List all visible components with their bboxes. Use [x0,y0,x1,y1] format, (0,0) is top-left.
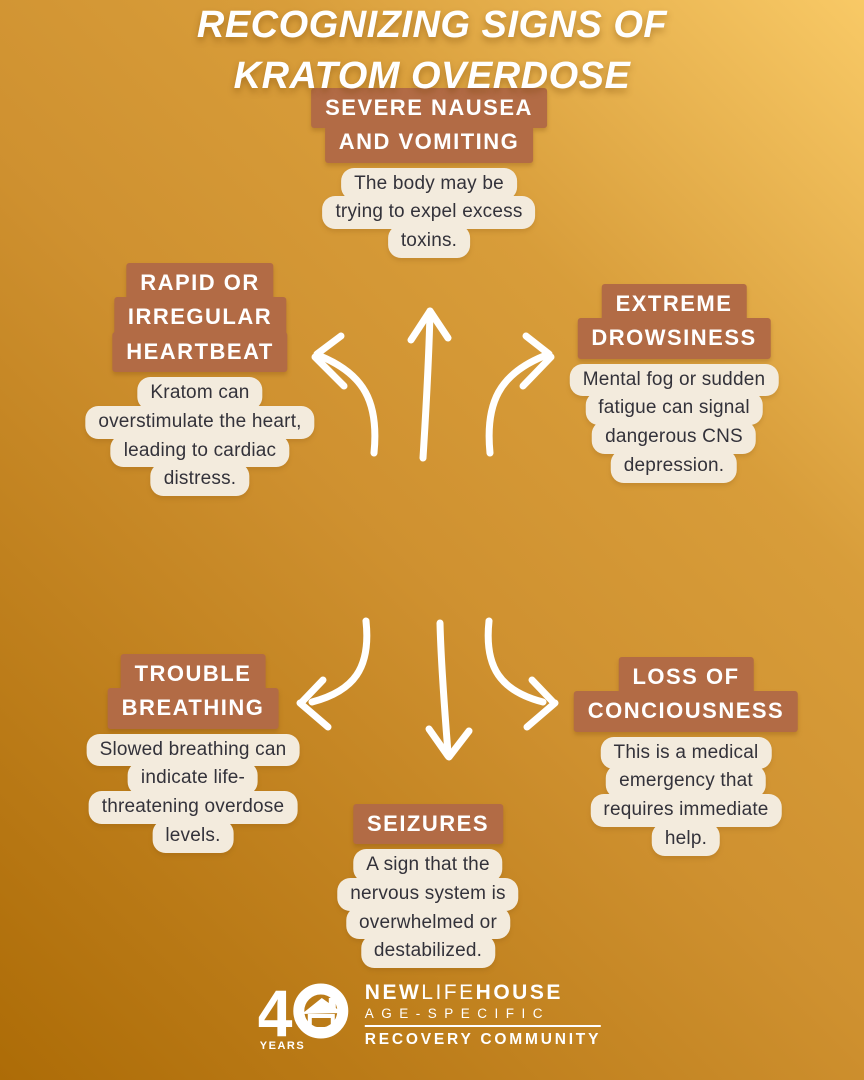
sign-body-line: emergency that [606,765,766,799]
sign-body-line: levels. [152,819,234,853]
brand-name-new: NEW [364,980,422,1004]
sign-loss-of-consciousness: LOSS OF CONCIOUSNESS This is a medical e… [573,657,799,856]
sign-body-line: overwhelmed or [346,906,510,940]
brand-name-house: HOUSE [475,980,563,1004]
sign-body-line: indicate life- [127,762,259,796]
arrow-curve-lower-right-icon [484,617,559,731]
sign-body-line: requires immediate [590,794,782,827]
page-title-line: KRATOM OVERDOSE [233,55,631,98]
page-title: RECOGNIZING SIGNS OF KRATOM OVERDOSE [0,0,864,103]
sign-body-line: overstimulate the heart, [85,405,315,439]
sign-description: Kratom can overstimulate the heart, lead… [85,377,315,496]
sign-body-line: leading to cardiac [110,434,290,468]
brand-name-life: LIFE [421,980,476,1004]
brand-community: RECOVERY COMMUNITY [364,1031,602,1049]
arrow-up-icon [407,307,452,462]
sign-heading-line: BREATHING [107,688,279,729]
sign-heading: EXTREME DROWSINESS [570,284,779,359]
sign-heading-line: CONCIOUSNESS [573,691,799,732]
sign-heading-line: RAPID OR [126,263,274,304]
logo-year-digit: 4 [259,980,293,1050]
sign-trouble-breathing: TROUBLE BREATHING Slowed breathing can i… [86,654,300,853]
brand-text-block: NEWLIFEHOUSE AGE-SPECIFIC RECOVERY COMMU… [364,981,602,1049]
sign-body-line: dangerous CNS [592,421,756,454]
sign-extreme-drowsiness: EXTREME DROWSINESS Mental fog or sudden … [569,284,779,483]
sign-heading-line: SEVERE NAUSEA [311,88,547,129]
forty-years-house-logo-icon: 4 YEARS [259,980,349,1050]
sign-description: A sign that the nervous system is overwh… [337,849,519,969]
sign-body-line: This is a medical [600,736,772,770]
arrow-down-icon [425,619,473,761]
sign-body-line: Mental fog or sudden [569,363,779,397]
sign-heading: SEVERE NAUSEA AND VOMITING [311,88,547,163]
sign-heading-line: AND VOMITING [324,122,534,163]
sign-body-line: nervous system is [337,878,519,911]
sign-description: Mental fog or sudden fatigue can signal … [569,363,779,483]
sign-heading-line: TROUBLE [120,654,266,695]
sign-heading: LOSS OF CONCIOUSNESS [573,657,799,732]
sign-seizures: SEIZURES A sign that the nervous system … [337,804,519,969]
sign-heading-line: HEARTBEAT [112,331,288,373]
sign-body-line: A sign that the [353,849,503,883]
logo-zero-ring [293,983,349,1039]
brand-tagline: AGE-SPECIFIC [364,1006,551,1022]
sign-body-line: distress. [150,463,250,496]
arrow-curve-upper-left-icon [311,332,379,457]
sign-description: Slowed breathing can indicate life- thre… [86,733,300,853]
sign-heading: TROUBLE BREATHING [87,654,300,729]
sign-description: This is a medical emergency that require… [574,736,798,856]
sign-heading: RAPID OR IRREGULAR HEARTBEAT [85,263,314,373]
sign-body-line: destabilized. [360,935,496,969]
sign-body-line: Slowed breathing can [86,733,300,767]
sign-body-line: threatening overdose [88,791,298,824]
brand-name: NEWLIFEHOUSE [365,981,601,1004]
brand-logo: 4 YEARS NEWLIFEHOUSE AGE-SPECIFIC RECOVE… [259,980,602,1050]
sign-heading-line: EXTREME [601,284,747,325]
house-roof-icon [301,998,343,1014]
sign-heading-line: DROWSINESS [577,318,771,359]
sign-description: The body may be trying to expel excess t… [311,167,547,258]
sign-heading: SEIZURES [337,804,518,845]
sign-heading-line: SEIZURES [352,804,504,845]
sign-body-line: Kratom can [137,377,263,410]
sign-body-line: The body may be [341,167,517,201]
sign-body-line: trying to expel excess [322,196,536,230]
sign-heading-line: IRREGULAR [113,297,287,338]
brand-divider [364,1025,602,1028]
sign-body-line: help. [651,822,721,856]
page-title-line: RECOGNIZING SIGNS OF [196,4,668,46]
sign-severe-nausea: SEVERE NAUSEA AND VOMITING The body may … [311,88,547,258]
sign-heading-line: LOSS OF [618,657,754,698]
arrow-curve-upper-right-icon [485,332,555,457]
sign-irregular-heartbeat: RAPID OR IRREGULAR HEARTBEAT Kratom can … [85,263,315,496]
sign-body-line: fatigue can signal [585,392,763,426]
sign-body-line: depression. [610,449,738,483]
sign-body-line: toxins. [387,225,471,258]
house-body-icon [307,1014,335,1031]
arrow-curve-lower-left-icon [296,617,371,731]
logo-years-label: YEARS [260,1040,305,1050]
